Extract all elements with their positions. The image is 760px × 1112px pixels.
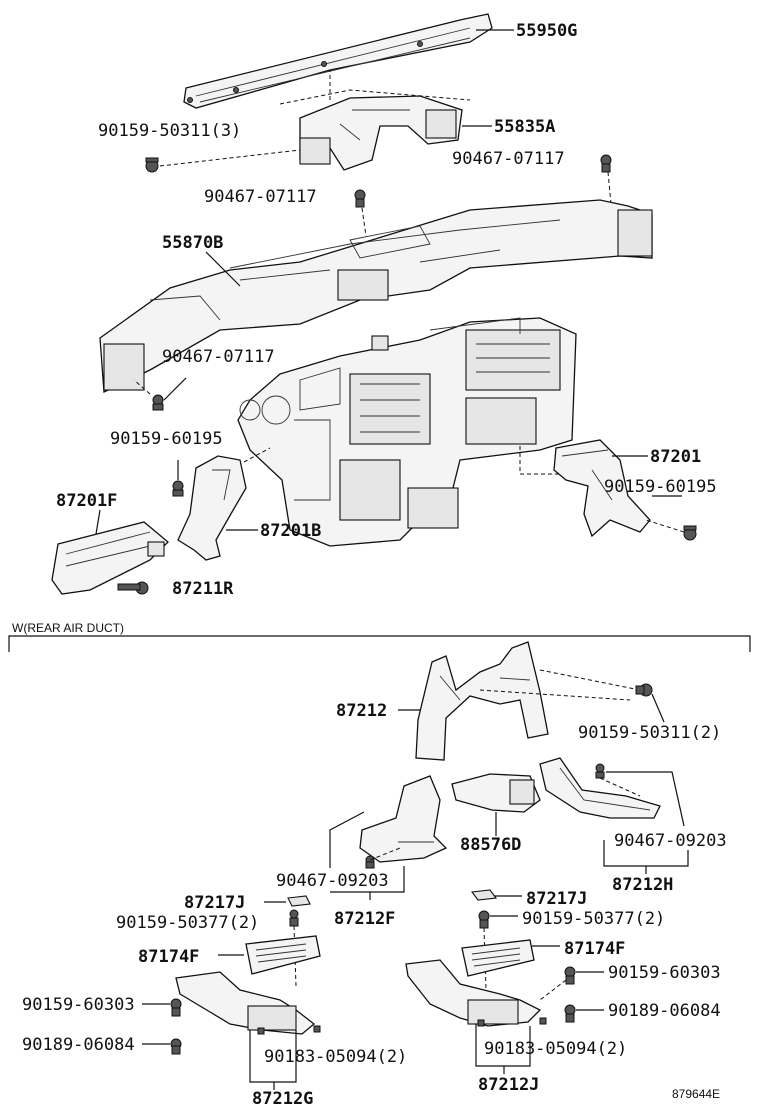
label-55835A: 55835A [494, 117, 555, 137]
screw-icon [354, 189, 366, 208]
section-heading-rear-air-duct: W(REAR AIR DUCT) [12, 621, 124, 635]
label-87174F: 87174F [138, 947, 199, 967]
screw-icon [289, 909, 299, 927]
label-90467-07117: 90467-07117 [204, 187, 317, 207]
label-90189-06084: 90189-06084 [22, 1035, 135, 1055]
screw-icon [170, 998, 182, 1017]
label-87217J: 87217J [526, 889, 587, 909]
label-55870B: 55870B [162, 233, 223, 253]
label-90159-50377-2: 90159-50377(2) [522, 909, 665, 929]
label-90189-06084: 90189-06084 [608, 1001, 721, 1021]
label-87212F: 87212F [334, 909, 395, 929]
label-87212G: 87212G [252, 1089, 313, 1109]
label-90183-05094-2: 90183-05094(2) [484, 1039, 627, 1059]
screw-icon [117, 581, 149, 595]
part-87174F-register [245, 935, 321, 975]
figure-id: 879644E [672, 1087, 720, 1101]
screw-icon [564, 1004, 576, 1023]
label-90159-50311-2: 90159-50311(2) [578, 723, 721, 743]
screw-icon [172, 480, 184, 497]
label-90159-50311-3: 90159-50311(3) [98, 121, 241, 141]
clip-icon [477, 1017, 547, 1027]
label-87174F: 87174F [564, 939, 625, 959]
part-55835A-defroster-nozzle [299, 95, 463, 171]
label-55950G: 55950G [516, 21, 577, 41]
part-87212F-duct [359, 775, 448, 863]
label-87212: 87212 [336, 701, 387, 721]
label-87212J: 87212J [478, 1075, 539, 1095]
part-87201F-duct [51, 521, 169, 595]
label-90159-60303: 90159-60303 [608, 963, 721, 983]
label-90467-09203: 90467-09203 [614, 831, 727, 851]
label-87201: 87201 [650, 447, 701, 467]
part-87212J-duct [405, 959, 542, 1027]
screw-icon [152, 394, 164, 411]
label-90467-07117: 90467-07117 [452, 149, 565, 169]
part-87201-duct [553, 439, 651, 538]
part-55950G-defroster-garnish [183, 13, 493, 109]
screw-icon [564, 966, 576, 985]
part-heater-unit [237, 317, 577, 547]
label-90159-60303: 90159-60303 [22, 995, 135, 1015]
section-frame [8, 635, 751, 652]
label-90159-50377-2: 90159-50377(2) [116, 913, 259, 933]
label-90159-60195: 90159-60195 [604, 477, 717, 497]
screw-icon [595, 763, 605, 779]
label-87217J: 87217J [184, 893, 245, 913]
label-87212H: 87212H [612, 875, 673, 895]
part-88576D-duct [451, 773, 541, 813]
label-90159-60195: 90159-60195 [110, 429, 223, 449]
part-87212-rear-duct [415, 641, 549, 761]
clip-icon [257, 1025, 321, 1035]
label-90467-07117: 90467-07117 [162, 347, 275, 367]
label-90467-09203: 90467-09203 [276, 871, 389, 891]
label-87201F: 87201F [56, 491, 117, 511]
screw-icon [635, 683, 653, 697]
screw-icon [365, 855, 375, 869]
part-87212H-duct [539, 757, 661, 819]
screw-icon [145, 157, 159, 173]
label-90183-05094-2: 90183-05094(2) [264, 1047, 407, 1067]
screw-icon [170, 1038, 182, 1055]
part-87217J-clip [470, 889, 498, 901]
part-55870B-main-air-duct [99, 199, 653, 393]
screw-icon [478, 910, 490, 929]
screw-icon [600, 154, 612, 173]
part-87174F-register [461, 939, 535, 977]
label-88576D: 88576D [460, 835, 521, 855]
label-87211R: 87211R [172, 579, 234, 599]
label-87201B: 87201B [260, 521, 321, 541]
part-87212G-duct [175, 971, 316, 1035]
part-87217J-clip [287, 895, 311, 907]
part-87201B-duct [177, 455, 247, 561]
screw-icon [683, 525, 697, 541]
